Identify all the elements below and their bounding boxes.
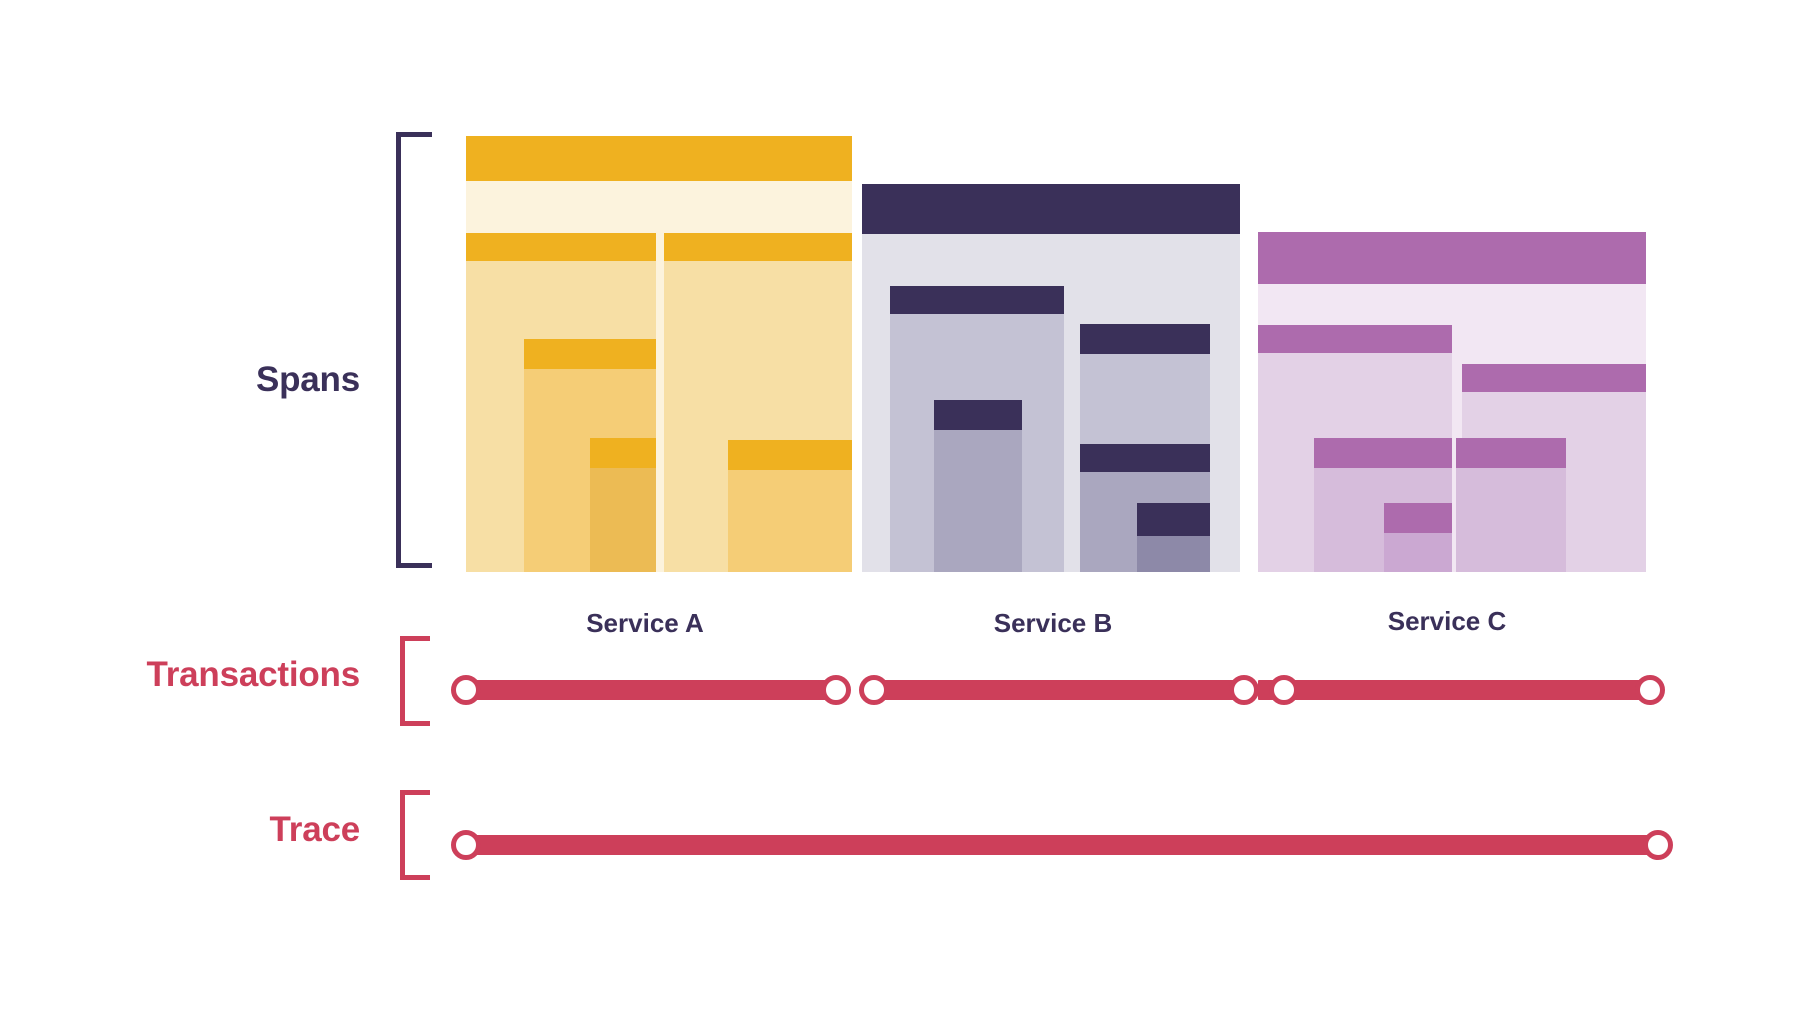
span-b-child-2-header xyxy=(1080,324,1210,354)
span-a-grandchild-2-body xyxy=(728,470,852,572)
span-c-child-1-header xyxy=(1258,325,1452,353)
service-group-3 xyxy=(1258,0,1646,600)
service-label-3: Service C xyxy=(1387,606,1507,636)
span-a-child-2-header xyxy=(664,233,852,261)
span-b-root-header xyxy=(862,184,1240,234)
span-a-root-header xyxy=(466,136,852,181)
span-a-grandchild-1-header xyxy=(524,339,656,369)
trace-bracket xyxy=(400,790,430,880)
span-c-root-header xyxy=(1258,232,1646,284)
service-label-1: Service A xyxy=(586,608,704,638)
span-c-great-grandchild-1-header xyxy=(1384,503,1452,533)
transaction-service-a[interactable] xyxy=(466,680,846,700)
span-b-great-grandchild-2-body xyxy=(1137,536,1210,572)
transaction-node-a-end[interactable] xyxy=(821,675,851,705)
span-c-grandchild-2[interactable] xyxy=(1456,438,1566,572)
span-a-child-1-header xyxy=(466,233,656,261)
span-a-grandchild-2[interactable] xyxy=(728,440,852,572)
span-b-great-grandchild-2-header xyxy=(1137,503,1210,536)
span-b-grandchild-1[interactable] xyxy=(934,400,1022,572)
transaction-node-a-start[interactable] xyxy=(451,675,481,705)
transaction-node-c-start[interactable] xyxy=(1269,675,1299,705)
trace-row-label: Trace xyxy=(269,810,361,849)
trace-node-end[interactable] xyxy=(1643,830,1673,860)
service-group-2 xyxy=(862,0,1240,600)
span-c-child-2-header xyxy=(1462,364,1646,392)
span-a-grandchild-2-header xyxy=(728,440,852,470)
span-c-grandchild-1-header xyxy=(1314,438,1452,468)
transaction-service-c[interactable] xyxy=(1258,680,1654,700)
service-group-1 xyxy=(466,0,852,600)
span-b-grandchild-2-header xyxy=(1080,444,1210,472)
transaction-node-b-start[interactable] xyxy=(859,675,889,705)
transaction-service-b[interactable] xyxy=(864,680,1240,700)
span-a-great-grandchild-1-body xyxy=(590,468,656,572)
trace-node-start[interactable] xyxy=(451,830,481,860)
transactions-row-label: Transactions xyxy=(146,655,360,694)
span-a-great-grandchild-1-header xyxy=(590,438,656,468)
span-b-great-grandchild-2[interactable] xyxy=(1137,503,1210,572)
spans-row-label: Spans xyxy=(255,360,360,399)
span-c-grandchild-2-header xyxy=(1456,438,1566,468)
span-c-great-grandchild-1[interactable] xyxy=(1384,503,1452,572)
span-b-grandchild-1-body xyxy=(934,430,1022,572)
span-a-great-grandchild-1[interactable] xyxy=(590,438,656,572)
span-b-grandchild-1-header xyxy=(934,400,1022,430)
spans-bracket xyxy=(396,132,432,568)
service-label-2: Service B xyxy=(993,608,1113,638)
transaction-node-c-end[interactable] xyxy=(1635,675,1665,705)
span-c-great-grandchild-1-body xyxy=(1384,533,1452,572)
span-b-child-1-header xyxy=(890,286,1064,314)
transaction-node-b-end[interactable] xyxy=(1229,675,1259,705)
transactions-bracket xyxy=(400,636,430,726)
trace-bar[interactable] xyxy=(466,835,1656,855)
span-c-grandchild-2-body xyxy=(1456,468,1566,572)
